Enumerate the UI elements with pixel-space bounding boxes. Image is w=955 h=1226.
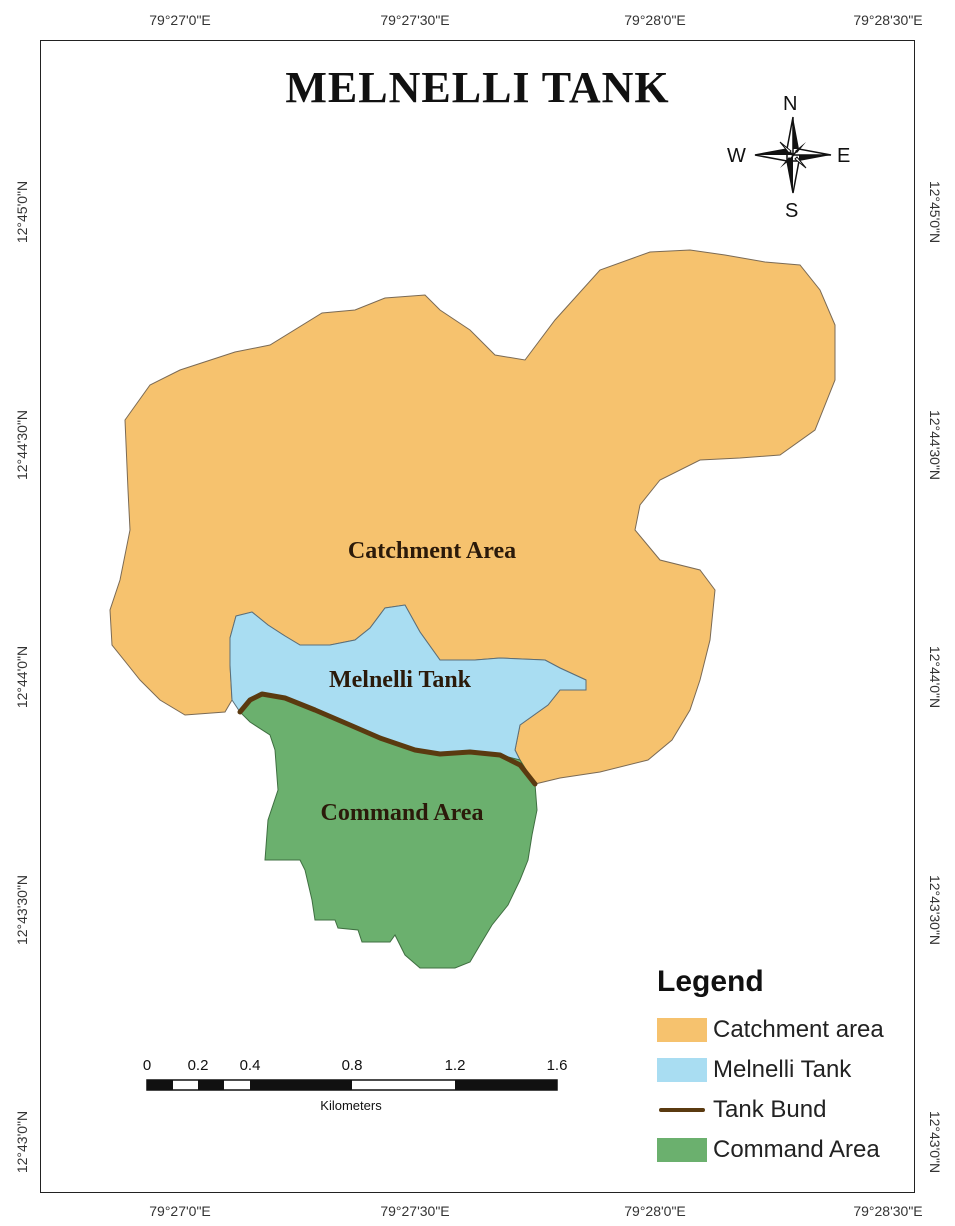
compass-north-label: N	[783, 93, 798, 115]
compass-south-label: S	[785, 200, 799, 222]
legend-item-tank: Melnelli Tank	[657, 1055, 851, 1085]
compass-east-label: E	[837, 145, 851, 167]
coord-top-4: 79°28'30"E	[853, 12, 923, 28]
compass-west-label: W	[727, 145, 746, 167]
coord-bottom-4: 79°28'30"E	[853, 1203, 923, 1219]
coord-top-3: 79°28'0"E	[624, 12, 686, 28]
legend-label-tank: Melnelli Tank	[713, 1056, 852, 1083]
coord-top-1: 79°27'0"E	[149, 12, 211, 28]
scale-bar	[146, 1079, 558, 1091]
coord-bottom-1: 79°27'0"E	[149, 1203, 211, 1219]
legend-item-command: Command Area	[657, 1135, 880, 1165]
legend-title: Legend	[657, 965, 764, 998]
legend-item-bund: Tank Bund	[657, 1095, 826, 1125]
legend-item-catchment: Catchment area	[657, 1015, 884, 1045]
command-area-label: Command Area	[320, 800, 484, 826]
legend-label-command: Command Area	[713, 1136, 880, 1163]
coord-top-2: 79°27'30"E	[380, 12, 450, 28]
scale-tick-4: 1.2	[444, 1057, 466, 1074]
legend-label-catchment: Catchment area	[713, 1016, 884, 1043]
coord-bottom-3: 79°28'0"E	[624, 1203, 686, 1219]
catchment-area-label: Catchment Area	[347, 538, 517, 564]
legend-swatch-catchment	[657, 1018, 707, 1042]
scale-tick-2: 0.4	[239, 1057, 261, 1074]
map-title: MELNELLI TANK	[285, 63, 670, 112]
legend-swatch-command	[657, 1138, 707, 1162]
legend-swatch-tank	[657, 1058, 707, 1082]
scale-unit-label: Kilometers	[320, 1098, 382, 1113]
compass-rose-icon	[754, 116, 832, 194]
legend-swatch-bund	[657, 1098, 707, 1122]
scale-tick-0: 0	[142, 1057, 152, 1074]
scale-tick-5: 1.6	[546, 1057, 568, 1074]
legend-label-bund: Tank Bund	[713, 1096, 827, 1123]
melnelli-tank-label: Melnelli Tank	[328, 667, 472, 693]
map-frame	[40, 40, 915, 1193]
scale-tick-3: 0.8	[341, 1057, 363, 1074]
coord-bottom-2: 79°27'30"E	[380, 1203, 450, 1219]
scale-tick-1: 0.2	[187, 1057, 209, 1074]
tank-bund-line[interactable]	[237, 691, 538, 787]
